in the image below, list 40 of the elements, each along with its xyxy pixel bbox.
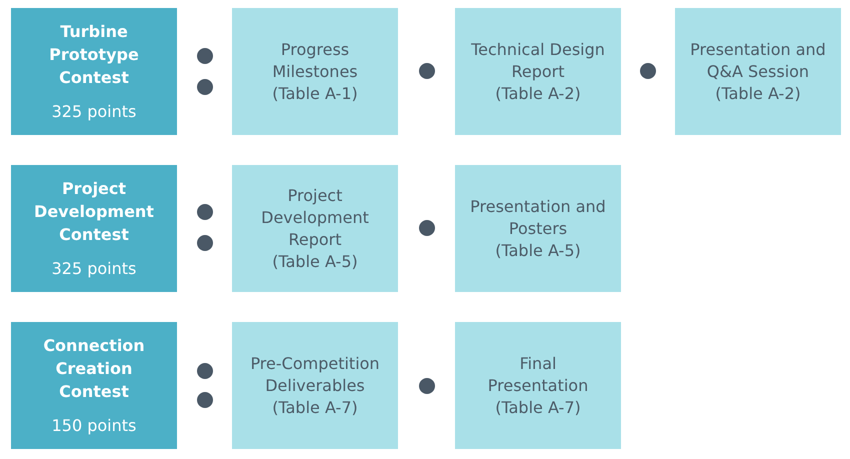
deliverable-box	[675, 8, 841, 135]
table-reference: (Table A-5)	[495, 240, 581, 262]
contest-title: Project Development Contest	[33, 178, 155, 246]
deliverable-box	[232, 165, 398, 292]
table-reference: (Table A-1)	[272, 82, 358, 104]
deliverable-box	[455, 165, 621, 292]
dot-icon	[197, 204, 213, 220]
points-label: 325 points	[52, 258, 136, 280]
points-label: 325 points	[52, 101, 136, 123]
dot-icon	[640, 63, 656, 79]
table-reference: (Table A-5)	[272, 250, 358, 272]
dot-icon	[197, 48, 213, 64]
dot-icon	[419, 220, 435, 236]
deliverable-title: Project Development Report	[260, 184, 370, 250]
deliverable-title: Presentation and Q&A Session	[689, 38, 827, 82]
deliverable-title: Final Presentation	[486, 352, 590, 396]
deliverable-title: Progress Milestones	[271, 38, 359, 82]
deliverable-title: Presentation and Posters	[469, 196, 607, 240]
contest-box	[11, 165, 177, 292]
deliverable-title: Technical Design Report	[470, 38, 606, 82]
deliverable-box	[455, 322, 621, 449]
deliverable-box	[232, 8, 398, 135]
table-reference: (Table A-2)	[495, 82, 581, 104]
table-reference: (Table A-7)	[495, 396, 581, 418]
deliverable-box	[455, 8, 621, 135]
contest-title: Connection Creation Contest	[42, 335, 146, 403]
contest-box	[11, 322, 177, 449]
points-label: 150 points	[52, 415, 136, 437]
contest-box	[11, 8, 177, 135]
dot-icon	[197, 79, 213, 95]
dot-icon	[419, 63, 435, 79]
table-reference: (Table A-7)	[272, 396, 358, 418]
contest-title: Turbine Prototype Contest	[48, 21, 140, 89]
deliverable-box	[232, 322, 398, 449]
dot-icon	[419, 378, 435, 394]
dot-icon	[197, 363, 213, 379]
table-reference: (Table A-2)	[715, 82, 801, 104]
deliverable-title: Pre-Competition Deliverables	[249, 352, 381, 396]
dot-icon	[197, 392, 213, 408]
dot-icon	[197, 235, 213, 251]
